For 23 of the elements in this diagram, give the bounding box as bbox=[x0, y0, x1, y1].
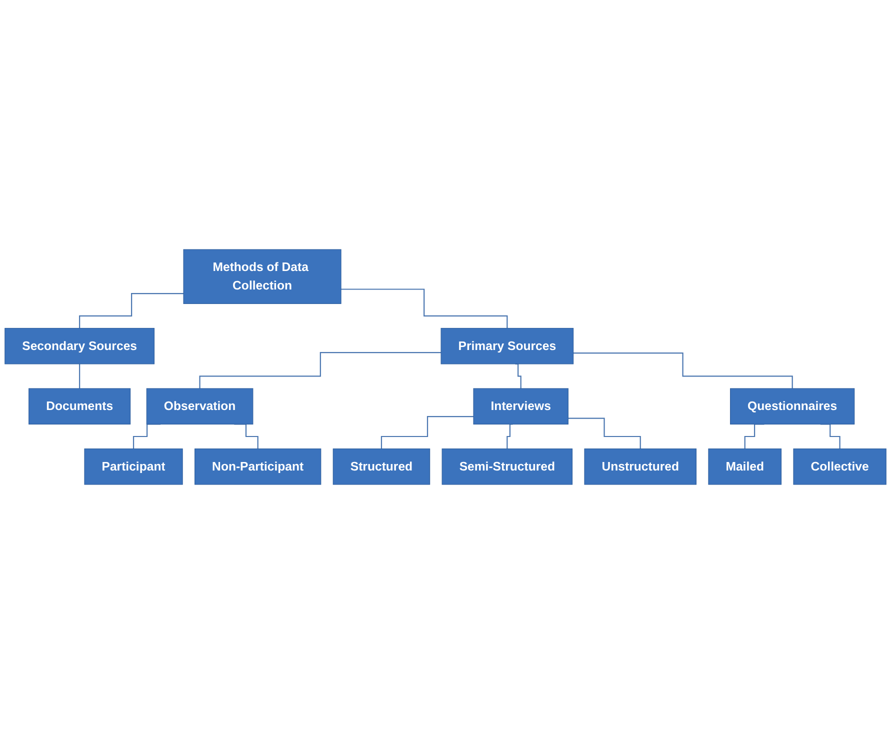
node-box: Structured bbox=[332, 448, 430, 485]
node-box: Semi-Structured bbox=[442, 448, 573, 485]
connector bbox=[380, 416, 474, 450]
node-box: Secondary Sources bbox=[4, 328, 155, 364]
node-box: Non-Participant bbox=[194, 448, 322, 485]
node-box: Questionnaires bbox=[730, 388, 855, 424]
connector bbox=[515, 363, 522, 390]
connector bbox=[573, 352, 793, 390]
node-box: Collective bbox=[793, 448, 886, 485]
connector bbox=[568, 418, 641, 450]
node-box: Observation bbox=[146, 388, 254, 424]
node-box: Interviews bbox=[473, 388, 568, 424]
connector bbox=[79, 293, 184, 329]
node-box: Documents bbox=[28, 388, 131, 424]
node-box: Primary Sources bbox=[440, 328, 574, 364]
connector bbox=[506, 424, 513, 450]
node-box: Unstructured bbox=[584, 448, 696, 485]
connector bbox=[79, 363, 80, 390]
node-box: Methods of Data Collection bbox=[183, 249, 342, 304]
connector bbox=[199, 352, 442, 390]
connector bbox=[341, 288, 508, 329]
node-box: Mailed bbox=[708, 448, 782, 485]
node-box: Participant bbox=[84, 448, 183, 485]
